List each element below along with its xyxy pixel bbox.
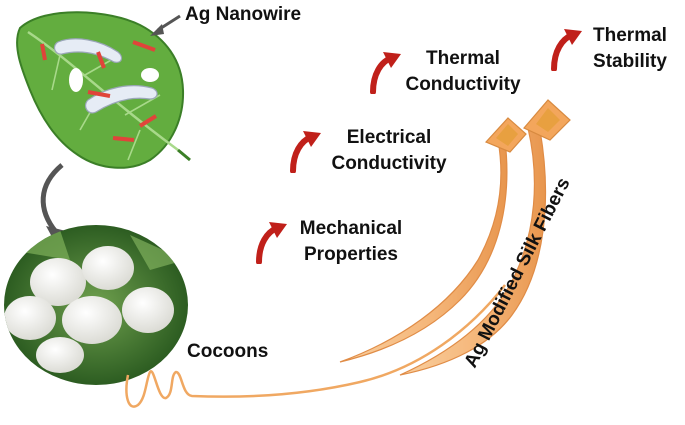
nanowire-icon [40,43,47,61]
pointer-arrowhead-icon [150,24,164,36]
property-label-line1: Mechanical [299,218,403,239]
property-label-line2: Stability [593,51,667,72]
property-label-line1: Thermal [426,48,500,69]
red-up-arrow-icon [256,222,287,264]
silkworm-icon [53,38,158,114]
red-up-arrow-icon [370,52,401,94]
nanowire-icon [138,114,158,128]
property-label-line1: Electrical [346,127,432,148]
property-label-line2: Conductivity [331,153,447,174]
property-electrical: Electrical Conductivity [289,127,469,177]
property-label-line2: Properties [304,244,398,265]
property-label-line1: Thermal [593,25,667,46]
nanowire-icon [132,40,156,52]
nanowire-icon [112,136,135,142]
silk-thread [125,284,506,408]
property-thermal-conductivity: Thermal Conductivity [369,48,544,98]
property-mechanical: Mechanical Properties [255,218,425,268]
cocoons-label: Cocoons [187,341,269,362]
cocoons-image [4,225,188,385]
silk-fiber-bundle [339,99,571,376]
ag-nanowire-marks [40,40,158,142]
nanowire-icon [87,90,111,98]
red-up-arrow-icon [551,29,582,71]
red-up-arrow-icon [290,131,321,173]
property-label-line2: Conductivity [405,74,521,95]
property-thermal-stability: Thermal Stability [550,25,680,75]
ag-nanowire-label: Ag Nanowire [185,4,302,25]
mulberry-leaf-icon [16,11,191,169]
nanowire-icon [96,51,106,69]
flow-arrow [40,163,64,234]
